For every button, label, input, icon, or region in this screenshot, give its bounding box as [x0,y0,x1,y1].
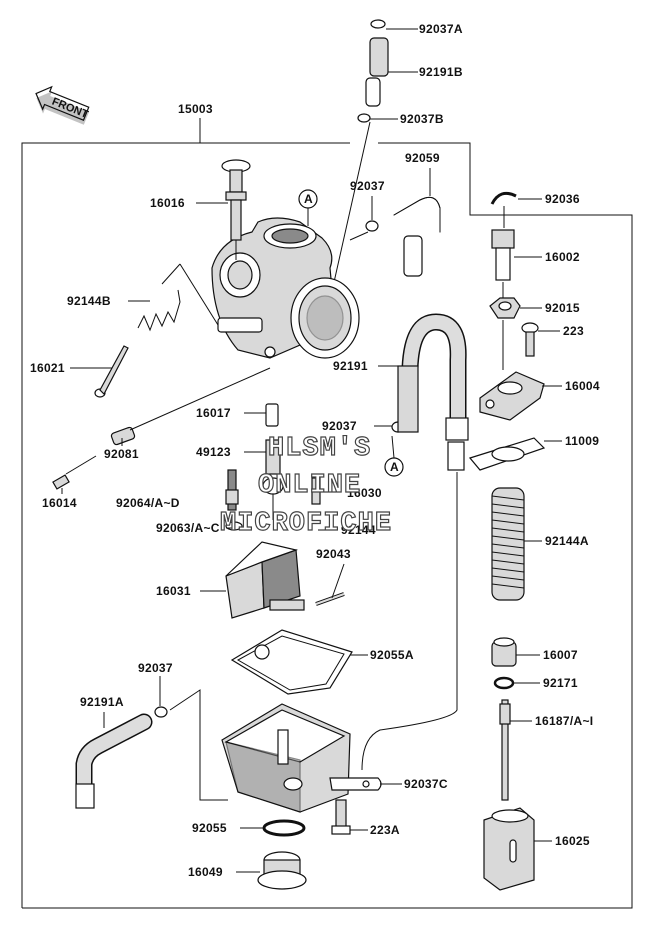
label-223: 223 [563,324,584,338]
spring-92144a [491,487,525,601]
clip-92037b [357,113,371,123]
label-92015: 92015 [545,301,580,315]
part-labels: 92037A 92191B 92037B 15003 92059 92037 1… [30,22,600,879]
hose-92191b [365,37,389,107]
watermark-line-3: MICROFICHE [220,509,392,539]
label-16016: 16016 [150,196,185,210]
label-16007: 16007 [543,648,578,662]
carburetor-body [211,217,360,359]
screw-16014 [52,455,97,490]
needle-16187 [499,699,511,801]
label-223a: 223A [370,823,400,837]
callout-a-top-label: A [304,192,313,206]
hose-92059 [393,196,441,277]
part-16016 [221,159,251,260]
label-11009: 11009 [565,434,599,448]
bracket-92037c [329,777,382,791]
label-49123: 49123 [196,445,231,459]
label-92144: 92144 [341,523,376,537]
hose-92191 [397,313,469,471]
label-16025: 16025 [555,834,590,848]
screw-16021 [94,345,129,398]
label-16031: 16031 [156,584,191,598]
label-92059: 92059 [405,151,440,165]
label-92191b: 92191B [419,65,463,79]
watermark: HLSM'S ONLINE MICROFICHE [219,433,392,539]
label-16187: 16187/A~I [535,714,593,728]
label-15003: 15003 [178,102,213,116]
plug-16049 [257,851,307,890]
jet-49123 [262,439,284,520]
slide-16025 [483,807,535,891]
float-bowl [221,703,351,813]
clip-92036 [490,191,517,205]
label-92043: 92043 [316,547,351,561]
label-92191: 92191 [333,359,368,373]
label-92037-upper: 92037 [350,179,385,193]
screw-223 [521,322,539,357]
gasket-11009 [468,437,546,471]
spring-92144b [137,263,219,332]
label-16017: 16017 [196,406,231,420]
cap-16004 [479,371,545,421]
label-92191a: 92191A [80,695,124,709]
oring-92055 [262,819,306,837]
label-92144a: 92144A [545,534,589,548]
adjuster-16002 [491,229,515,281]
callout-a-top: A [298,189,318,226]
label-16002: 16002 [545,250,580,264]
label-92037-middle: 92037 [322,419,357,433]
watermark-line-1: HLSM'S [268,434,371,464]
label-16021: 16021 [30,361,65,375]
float-16031 [225,541,305,619]
label-92055: 92055 [192,821,227,835]
label-92037b: 92037B [400,112,444,126]
front-arrow: FRONT [35,85,90,125]
gasket-92055a [230,629,353,695]
clip-92037-upper [365,220,379,232]
assembly-bracket-left [21,142,350,908]
label-92055a: 92055A [370,648,414,662]
hose-92191a [75,713,153,809]
bolt-223a [331,799,351,835]
label-16049: 16049 [188,865,223,879]
label-16014: 16014 [42,496,77,510]
callout-a-bottom: A [384,435,404,477]
jet-92064 [225,469,239,511]
clip-92037a [370,19,386,29]
callout-a-bottom-label: A [390,460,399,474]
nut-92015 [489,297,521,319]
spring-92081 [110,367,271,446]
assembly-bracket-right [22,142,633,909]
label-92063: 92063/A~C [156,521,220,535]
label-92064: 92064/A~D [116,496,180,510]
clip-92171 [493,676,515,690]
watermark-line-2: ONLINE [258,471,361,501]
label-16004: 16004 [565,379,600,393]
label-92037a: 92037A [419,22,463,36]
leader-lines [61,28,562,873]
label-92037-lower: 92037 [138,661,173,675]
label-16030: 16030 [347,486,382,500]
label-92037c: 92037C [404,777,448,791]
label-92081: 92081 [104,447,139,461]
part-16030 [311,477,340,505]
label-92171: 92171 [543,676,578,690]
part-16007 [491,637,517,667]
clip-92037-lower [154,706,168,718]
part-16017 [265,403,279,427]
label-92144b: 92144B [67,294,111,308]
label-92036: 92036 [545,192,580,206]
